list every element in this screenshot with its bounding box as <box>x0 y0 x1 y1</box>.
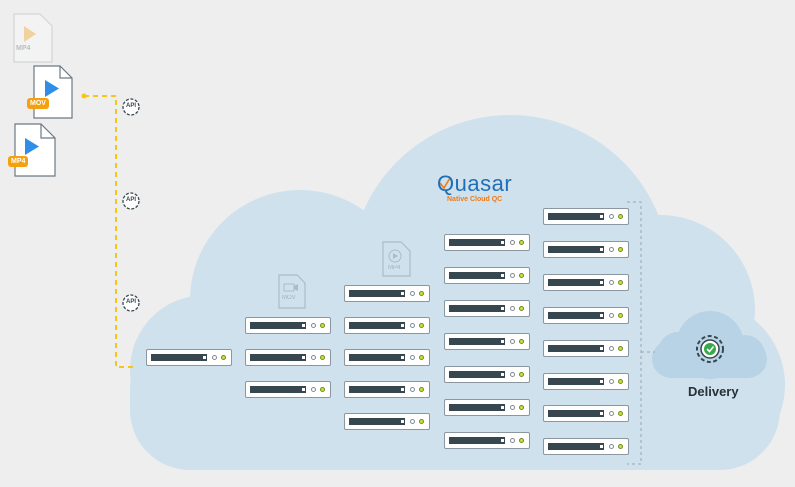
server-unit <box>344 413 430 430</box>
quasar-tagline: Native Cloud QC <box>447 196 503 203</box>
api-label: API <box>125 197 136 203</box>
ingest-connector <box>84 95 137 368</box>
main-cloud <box>130 115 785 470</box>
server-unit <box>543 307 629 324</box>
api-label: API <box>125 103 136 109</box>
file-mp4-faded-icon <box>13 13 53 63</box>
server-unit <box>444 234 530 251</box>
server-unit <box>543 274 629 291</box>
api-cloud-icon: API <box>121 97 141 117</box>
faded-mp4-label: MP4 <box>16 45 31 52</box>
server-unit <box>543 438 629 455</box>
cloud-mov-label: MOV <box>282 295 296 301</box>
server-unit <box>543 208 629 225</box>
server-unit <box>444 300 530 317</box>
server-unit <box>245 317 331 334</box>
server-unit <box>543 405 629 422</box>
server-unit <box>344 317 430 334</box>
file-mov-icon <box>33 65 73 119</box>
cloud-file-mov-icon <box>278 274 306 309</box>
file-mp4-icon <box>14 123 56 177</box>
cloud-file-mp4-icon <box>382 241 411 277</box>
quasar-logo: Quasar <box>437 171 513 196</box>
cloud-mp4-label: MP4 <box>388 265 401 271</box>
server-unit <box>344 381 430 398</box>
server-unit <box>444 267 530 284</box>
file-mp4-badge: MP4 <box>8 156 29 167</box>
quasar-check-icon <box>439 177 451 190</box>
connector-start-dot <box>81 93 87 99</box>
gear-check-icon <box>696 335 724 363</box>
api-cloud-icon: API <box>121 293 141 313</box>
server-unit <box>444 432 530 449</box>
api-label: API <box>125 299 136 305</box>
server-unit <box>245 349 331 366</box>
api-cloud-icon: API <box>121 191 141 211</box>
server-unit <box>543 340 629 357</box>
file-mov-badge: MOV <box>27 98 49 109</box>
delivery-connector <box>627 201 642 465</box>
server-unit <box>245 381 331 398</box>
server-unit <box>444 399 530 416</box>
server-unit <box>543 373 629 390</box>
server-unit <box>543 241 629 258</box>
server-unit <box>344 349 430 366</box>
server-unit <box>146 349 232 366</box>
server-unit <box>444 333 530 350</box>
delivery-label: Delivery <box>688 384 739 399</box>
server-unit <box>444 366 530 383</box>
server-unit <box>344 285 430 302</box>
